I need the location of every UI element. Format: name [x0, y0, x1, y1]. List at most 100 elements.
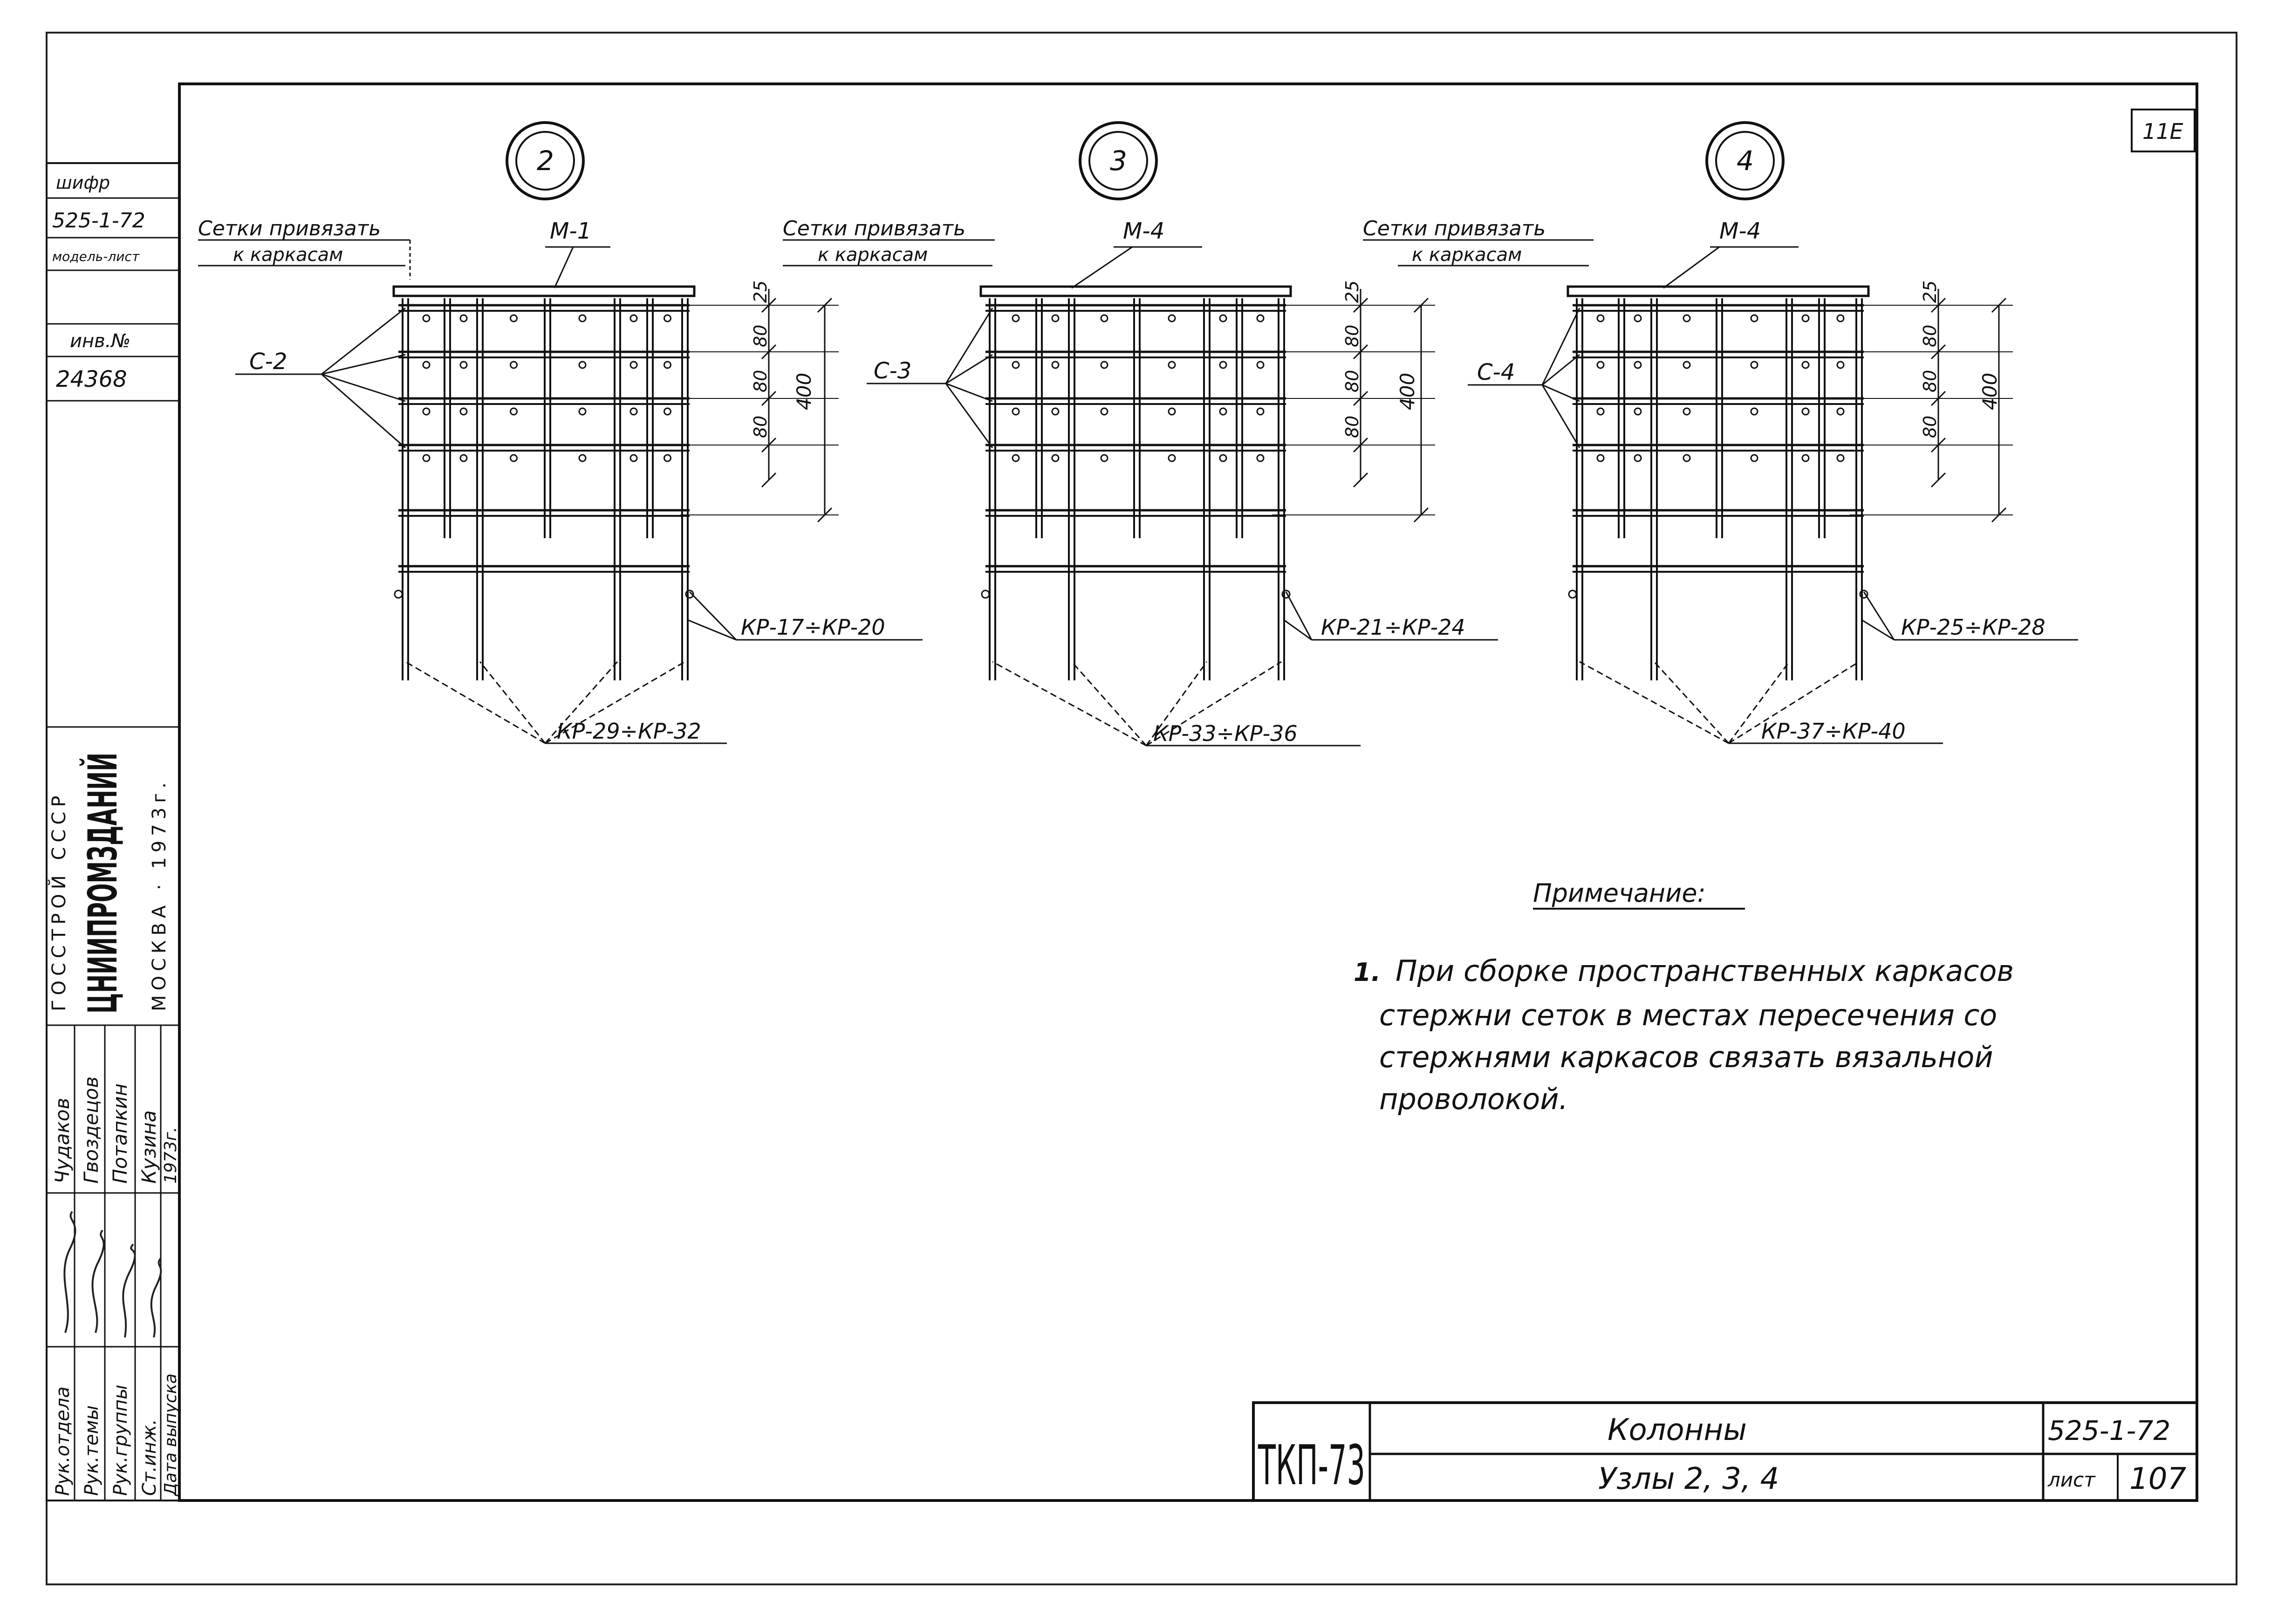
side-signature: [91, 1229, 105, 1333]
tie-wire: [1683, 454, 1691, 462]
note-line-2: к каркасам: [818, 244, 928, 266]
dimension-tick: [1413, 507, 1429, 523]
note-line-1: Сетки привязать: [198, 217, 381, 240]
node-number: 2: [537, 145, 554, 177]
dimension-tick: [761, 344, 777, 360]
dim-80: 80: [1920, 370, 1940, 392]
dim-25: 25: [1342, 281, 1362, 303]
tie-wire: [1256, 361, 1265, 369]
note-line: При сборке пространственных каркасов: [1396, 954, 2014, 988]
tie-wire: [510, 314, 518, 322]
note-heading: Примечание:: [1533, 878, 1706, 908]
tie-wire: [1012, 407, 1020, 416]
side-signature: [63, 1211, 76, 1333]
callout-leader: [945, 308, 993, 384]
tie-wire: [1168, 454, 1176, 462]
tie-wire: [1750, 454, 1758, 462]
bar-leader: [1071, 661, 1147, 746]
dimension-tick: [761, 437, 777, 453]
callout-leader: [1542, 384, 1580, 402]
tie-wire: [1256, 454, 1265, 462]
tie-wire: [1256, 407, 1265, 416]
note-line-1: Сетки привязать: [783, 217, 965, 240]
side-code-label: шифр: [56, 172, 110, 193]
dimension-tick: [1353, 437, 1368, 453]
tie-wire: [1596, 407, 1605, 416]
tie-wire: [1801, 454, 1810, 462]
dim-total: 400: [793, 373, 815, 410]
tie-wire: [1168, 314, 1176, 322]
side-institute: ЦНИИПРОМЗДАНИЙ: [79, 753, 126, 1014]
node-detail-2: 2 М-1 Сетки привязать к каркасам С-2 КР-…: [198, 121, 923, 744]
tie-wire: [1219, 361, 1227, 369]
tie-wire: [1100, 314, 1108, 322]
code: 525-1-72: [2048, 1415, 2170, 1446]
tie-wire: [981, 589, 990, 599]
tie-wire: [459, 454, 468, 462]
tie-wire: [685, 589, 694, 599]
dim-80: 80: [750, 370, 771, 392]
side-role: Рук.группы: [110, 1384, 131, 1496]
tie-wire: [1634, 407, 1642, 416]
note-line: стержнями каркасов связать вязальной: [1379, 1040, 1993, 1074]
tie-wire: [1859, 589, 1868, 599]
tie-wire: [510, 361, 518, 369]
mesh-plate: [1567, 285, 1870, 297]
tie-wire: [1801, 407, 1810, 416]
bar-leader: [1728, 661, 1860, 744]
bar-range-label: КР-37÷КР-40: [1761, 719, 1906, 744]
mesh-label: М-4: [1719, 218, 1761, 244]
tie-wire: [1750, 361, 1758, 369]
side-signature: [122, 1243, 136, 1338]
dimension-tick: [817, 507, 833, 523]
dimension-tick: [1930, 472, 1946, 488]
side-signature: [150, 1257, 162, 1338]
mesh-leader: [1663, 246, 1720, 289]
dim-25: 25: [750, 281, 771, 303]
tie-wire: [1596, 314, 1605, 322]
frame-range-label: КР-21÷КР-24: [1321, 615, 1465, 640]
dim-80: 80: [1342, 416, 1362, 438]
callout-c: С-4: [1477, 359, 1515, 385]
tie-wire: [422, 454, 431, 462]
dim-25: 25: [1920, 281, 1940, 303]
tie-wire: [664, 407, 671, 416]
callout-leader: [1541, 384, 1580, 448]
bar-leader: [1728, 661, 1790, 744]
tie-wire: [629, 407, 638, 416]
dimension-tick: [817, 297, 833, 313]
tie-wire: [578, 361, 587, 369]
tie-wire: [629, 454, 638, 462]
mesh-label: М-1: [550, 218, 591, 244]
tie-wire: [1750, 314, 1758, 322]
tie-wire: [1012, 314, 1020, 322]
tie-wire: [1683, 361, 1691, 369]
tie-wire: [1683, 407, 1691, 416]
tie-wire: [1168, 361, 1176, 369]
title-block-border: [1252, 1401, 2198, 1502]
mesh-leader: [554, 247, 574, 288]
dimension-tick: [1991, 297, 2007, 313]
note-number: 1.: [1354, 958, 1381, 987]
tie-wire: [1836, 361, 1845, 369]
tie-wire: [1750, 407, 1758, 416]
dim-80: 80: [1920, 325, 1940, 347]
tie-wire: [459, 407, 468, 416]
dimension-tick: [761, 472, 777, 488]
sheet-label: лист: [2047, 1468, 2096, 1491]
side-name: Кузина: [137, 1110, 160, 1184]
title: Колонны: [1608, 1413, 1747, 1447]
side-inv-label: инв.№: [70, 330, 130, 352]
dimension-tick: [1930, 437, 1946, 453]
frame-leader: [1863, 591, 1895, 640]
side-role: Рук.отдела: [52, 1386, 74, 1496]
tie-wire: [1596, 454, 1605, 462]
callout-leader: [321, 373, 406, 449]
side-stamp-border: [46, 162, 180, 1501]
callout-c: С-2: [249, 349, 287, 375]
callout-leader: [945, 383, 993, 448]
tie-wire: [1256, 314, 1265, 322]
mesh-label: М-4: [1123, 218, 1164, 244]
callout-leader: [1542, 354, 1580, 386]
callout-leader: [321, 373, 406, 402]
